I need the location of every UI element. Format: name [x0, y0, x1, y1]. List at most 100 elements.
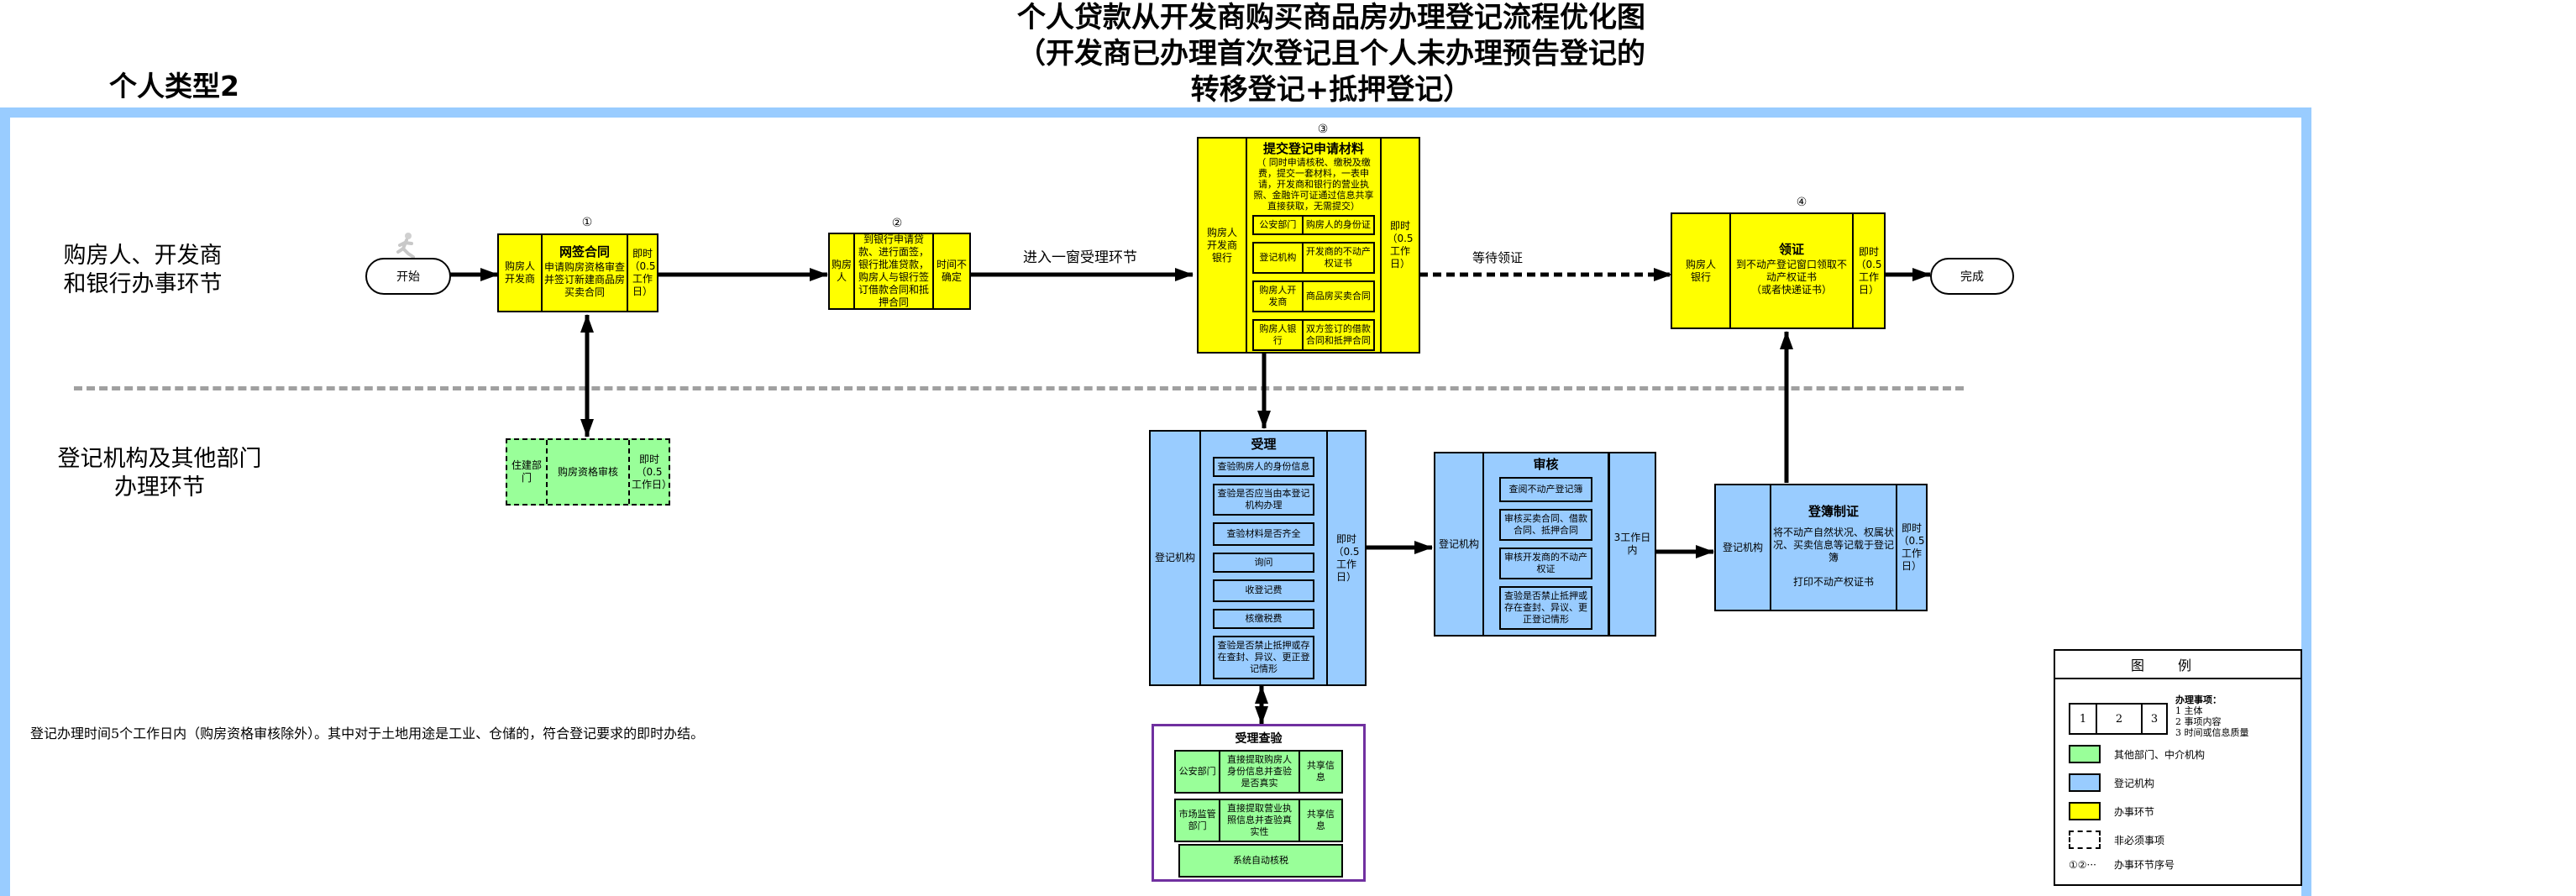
legend-sample-cell: 3 [2141, 705, 2166, 733]
verify-content: 直接提取购房人身份信息并查验是否真实 [1219, 752, 1298, 792]
material-row: 公安部门 购房人的身份证 [1252, 215, 1375, 235]
diagram-title: 个人贷款从开发商购买商品房办理登记流程优化图 （开发商已办理首次登记且个人未办理… [840, 0, 1823, 108]
accept-subject: 登记机构 [1154, 552, 1195, 563]
step3-submit-materials: 购房人 开发商 银行 提交登记申请材料 （ 同时申请核税、缴税及缴费，提交一套材… [1197, 137, 1420, 354]
blue-swatch [2069, 773, 2101, 792]
material-source: 公安部门 [1259, 219, 1297, 230]
legend-yellow-label: 办事环节 [2114, 805, 2155, 818]
step2-content: 到银行申请贷款、进行面签，银行批准贷款，购房人与银行签订借款合同和抵押合同 [853, 233, 932, 308]
review-item: 审核开发商的不动产权证 [1499, 548, 1592, 579]
review-item: 查阅不动产登记簿 [1499, 477, 1592, 502]
legend-dashed: 非必须事项 [2069, 831, 2164, 849]
record-desc-print: 打印不动产权证书 [1792, 575, 1874, 588]
lane-label-bottom-line2: 办理环节 [114, 474, 205, 500]
step2-bank-loan: 购房人 到银行申请贷款、进行面签，银行批准贷款，购房人与银行签订借款合同和抵押合… [828, 233, 971, 310]
end-terminal: 完成 [1930, 258, 2014, 295]
legend-title: 图例 [2055, 651, 2301, 679]
legend: 图例 1 2 3 办理事项： 1 主体 2 事项内容 3 时间或信息质量 其他部… [2054, 649, 2302, 886]
material-row: 购房人银行 双方签订的借款合同和抵押合同 [1252, 319, 1375, 351]
step3-content: 提交登记申请材料 （ 同时申请核税、缴税及缴费，提交一套材料，一表申请，开发商和… [1246, 139, 1380, 352]
lane-label-bottom: 登记机构及其他部门 办理环节 [42, 445, 277, 502]
step-number-3: ③ [1317, 123, 1329, 136]
legend-blue-label: 登记机构 [2114, 777, 2155, 789]
registry-review: 登记机构 审核 查阅不动产登记簿 审核买卖合同、借款合同、抵押合同 审核开发商的… [1434, 452, 1656, 637]
processing-time-note: 登记办理时间5个工作日内（购房资格审核除外）。其中对于土地用途是工业、仓储的，符… [30, 726, 705, 741]
registry-record: 登记机构 登簿制证 将不动产自然状况、权属状况、买卖信息等记载于登记簿 打印不动… [1714, 484, 1928, 611]
legend-sample: 1 2 3 [2069, 703, 2168, 735]
step3-desc: （ 同时申请核税、缴税及缴费，提交一套材料，一表申请，开发商和银行的营业执照、金… [1253, 157, 1374, 212]
verify-dept: 公安部门 [1178, 766, 1216, 777]
review-content: 审核 查阅不动产登记簿 审核买卖合同、借款合同、抵押合同 审核开发商的不动产权证… [1482, 453, 1608, 635]
verify-title: 受理查验 [1235, 732, 1283, 746]
accept-item: 查验是否应当由本登记机构办理 [1213, 484, 1314, 516]
legend-sample-box: 1 2 3 [2069, 703, 2168, 735]
step1-subject: 购房人 开发商 [504, 260, 535, 285]
verify-panel: 受理查验 公安部门 直接提取购房人身份信息并查验是否真实 共享信息 市场监管部门… [1152, 724, 1366, 882]
legend-explain-item: 2 事项内容 [2175, 716, 2222, 727]
lane-divider [74, 386, 1964, 390]
legend-green-label: 其他部门、中介机构 [2114, 748, 2206, 761]
step4-content: 领证 到不动产登记窗口领取不动产权证书 （或者快递证书） [1729, 214, 1852, 327]
review-item: 审核买卖合同、借款合同、抵押合同 [1499, 509, 1592, 541]
material-item: 商品房买卖合同 [1301, 282, 1373, 311]
material-row: 购房人开发商 商品房买卖合同 [1252, 280, 1375, 312]
step-number-2: ② [891, 217, 903, 230]
title-line-1: 个人贷款从开发商购买商品房办理登记流程优化图 [1017, 1, 1645, 34]
review-item: 查验是否禁止抵押或存在查封、异议、更正登记情形 [1499, 586, 1592, 630]
lane-label-top: 购房人、开发商 和银行办事环节 [50, 242, 235, 299]
flow-label-enter-window: 进入一窗受理环节 [1023, 249, 1137, 266]
step4-title: 领证 [1778, 242, 1804, 257]
record-content: 登簿制证 将不动产自然状况、权属状况、买卖信息等记载于登记簿 打印不动产权证书 [1770, 485, 1896, 610]
verify-footer: 系统自动核税 [1178, 844, 1343, 878]
step1-sign-contract: 购房人 开发商 网签合同 申请购房资格审查并签订新建商品房买卖合同 即时（0.5… [497, 233, 658, 312]
diagram-frame [0, 107, 2311, 896]
legend-explain-title: 办理事项： [2175, 694, 2222, 705]
verify-row: 公安部门 直接提取购房人身份信息并查验是否真实 共享信息 [1174, 750, 1343, 794]
yellow-swatch [2069, 802, 2101, 820]
qualification-subject: 住建部门 [511, 459, 542, 484]
material-item: 开发商的不动产权证书 [1301, 244, 1373, 272]
material-row: 登记机构 开发商的不动产权证书 [1252, 242, 1375, 274]
flow-label-wait-cert: 等待领证 [1472, 250, 1524, 265]
dashed-swatch [2069, 831, 2101, 849]
legend-sample-cell: 1 [2079, 712, 2087, 726]
review-time: 3工作日内 [1608, 453, 1655, 635]
record-subject: 登记机构 [1722, 541, 1763, 553]
step4-desc: 到不动产登记窗口领取不动产权证书 （或者快递证书） [1735, 259, 1847, 296]
step-number-4: ④ [1796, 196, 1807, 209]
accept-time: 即时（0.5工作日） [1326, 432, 1365, 684]
accept-item: 核缴税费 [1213, 609, 1314, 629]
qualification-time: 即时（0.5工作日） [628, 440, 672, 504]
step1-desc: 申请购房资格审查并签订新建商品房买卖合同 [544, 260, 626, 298]
material-source: 购房人开发商 [1259, 285, 1297, 307]
legend-blue: 登记机构 [2069, 773, 2154, 792]
lane-label-top-line1: 购房人、开发商 [63, 243, 223, 269]
material-source: 购房人银行 [1259, 323, 1297, 346]
legend-explain-item: 1 主体 [2175, 705, 2203, 716]
verify-content: 直接提取营业执照信息并查验真实性 [1219, 800, 1298, 841]
review-title: 审核 [1533, 457, 1559, 472]
seq-symbol-icon: ①②··· [2069, 858, 2096, 871]
accept-item: 查验是否禁止抵押或存在查封、异议、更正登记情形 [1213, 636, 1314, 679]
accept-item: 收登记费 [1213, 579, 1314, 602]
review-subject: 登记机构 [1438, 537, 1479, 550]
record-desc: 将不动产自然状况、权属状况、买卖信息等记载于登记簿 [1773, 526, 1895, 563]
step4-time: 即时（0.5工作日） [1852, 214, 1884, 327]
title-line-3: 转移登记+抵押登记） [1190, 73, 1472, 107]
step2-subject: 购房人 [832, 259, 853, 283]
verify-result: 共享信息 [1298, 752, 1341, 792]
step4-subject: 购房人 银行 [1685, 258, 1716, 283]
legend-explain-item: 3 时间或信息质量 [2175, 727, 2249, 738]
material-item: 购房人的身份证 [1301, 217, 1373, 233]
legend-yellow: 办事环节 [2069, 802, 2154, 820]
accept-item: 查验购房人的身份信息 [1213, 457, 1314, 477]
lane-label-top-line2: 和银行办事环节 [63, 271, 223, 297]
green-swatch [2069, 745, 2101, 763]
legend-sample-cell: 2 [2096, 705, 2141, 733]
step4-receive-cert: 购房人 银行 领证 到不动产登记窗口领取不动产权证书 （或者快递证书） 即时（0… [1671, 212, 1886, 329]
material-source: 登记机构 [1259, 252, 1297, 263]
verify-dept: 市场监管部门 [1178, 809, 1216, 831]
verify-result: 共享信息 [1298, 800, 1341, 841]
title-line-2: （开发商已办理首次登记且个人未办理预告登记的 [1017, 37, 1645, 71]
